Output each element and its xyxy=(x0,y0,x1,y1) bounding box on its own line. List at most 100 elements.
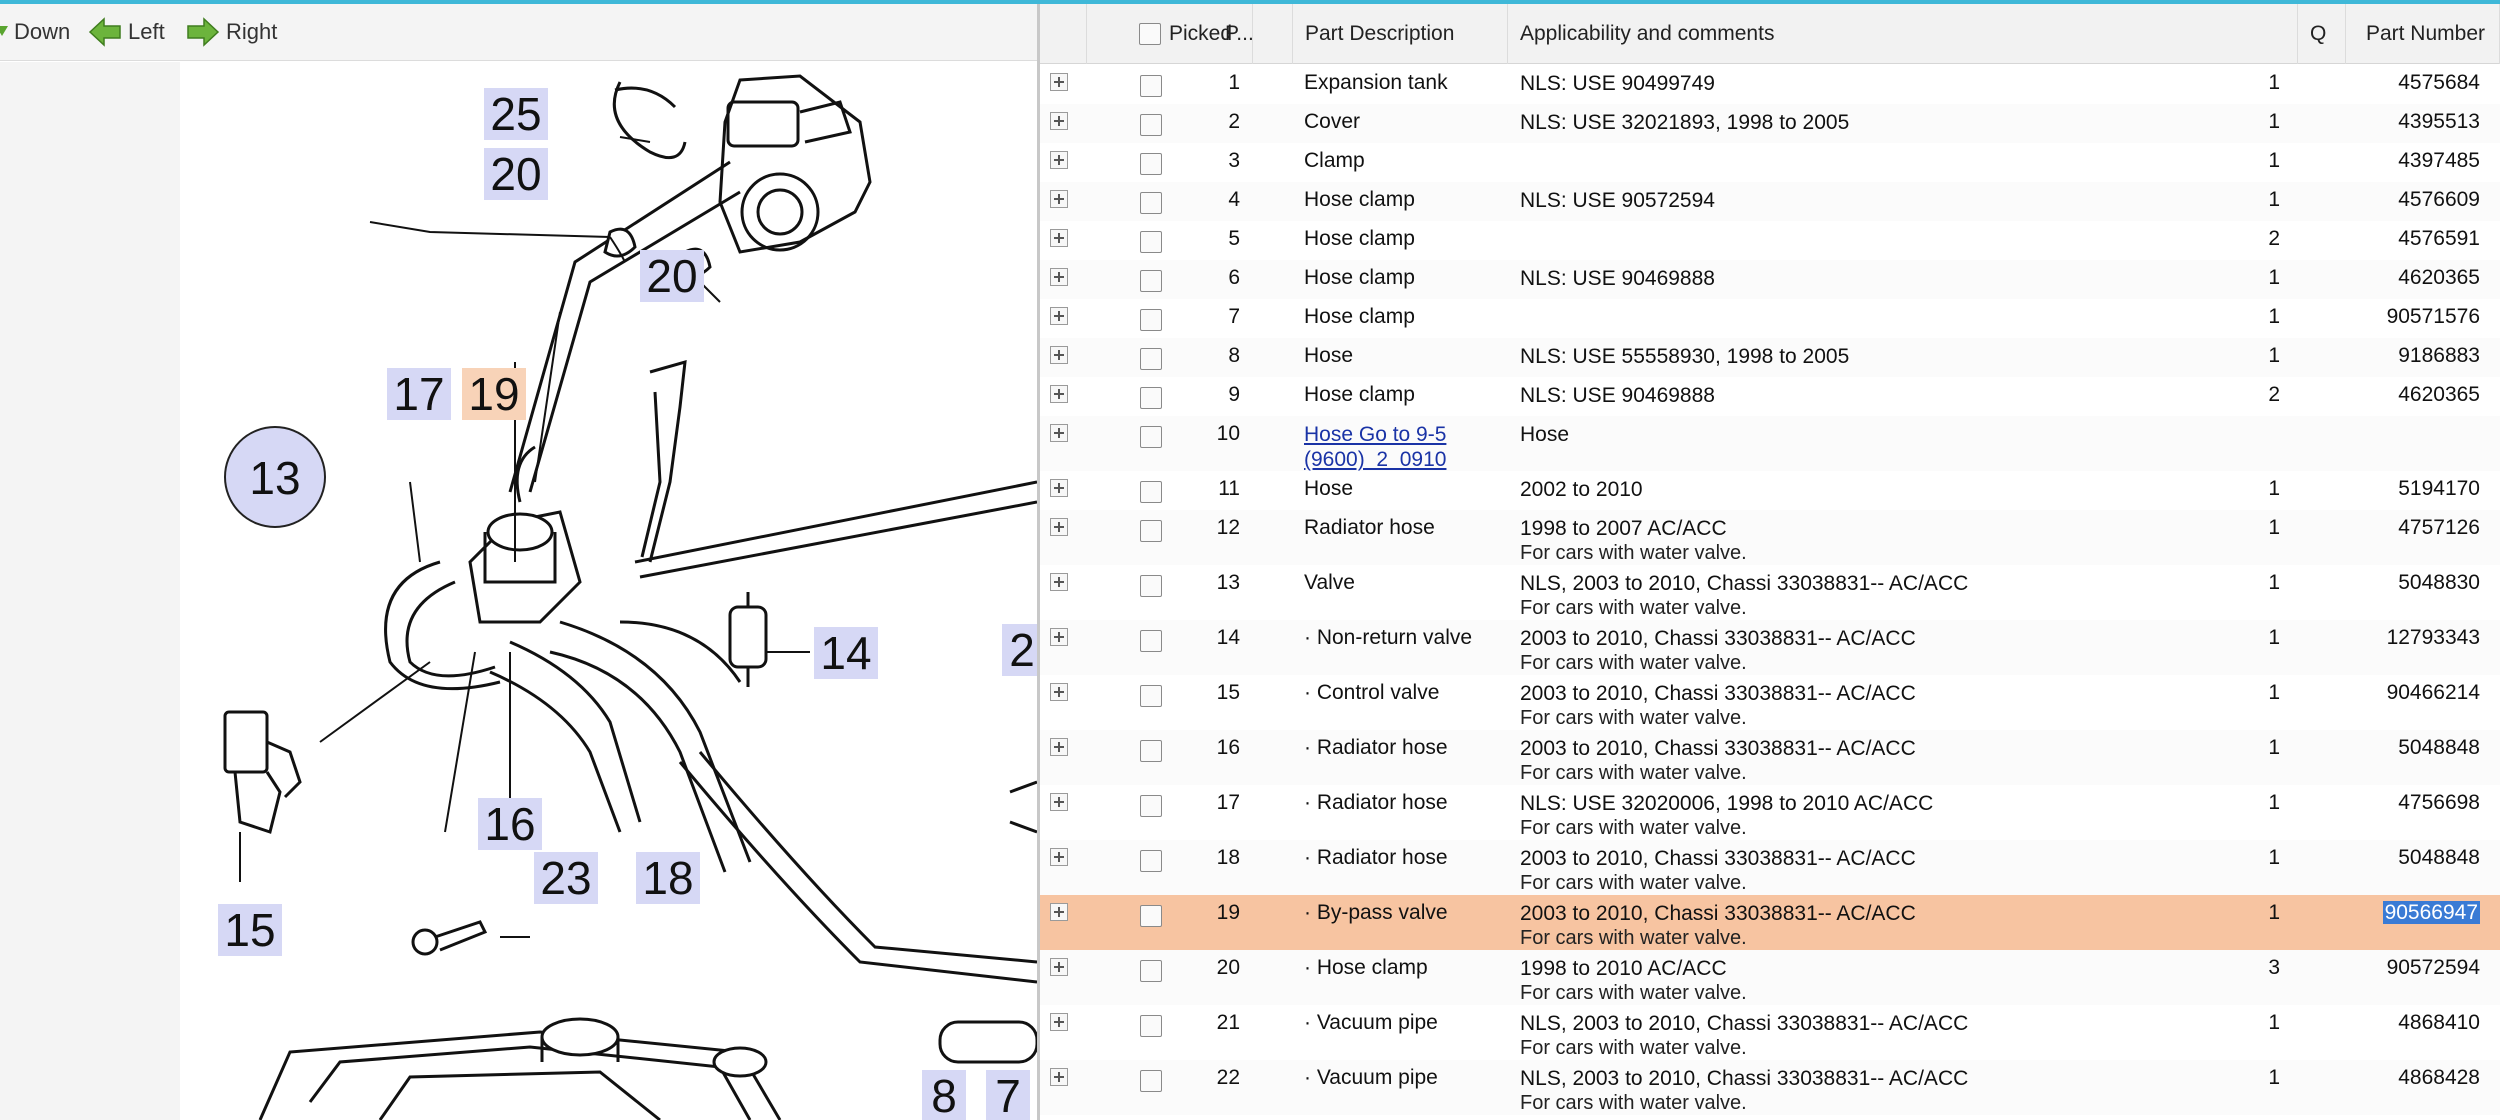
expand-row-icon[interactable] xyxy=(1050,518,1068,536)
expand-row-icon[interactable] xyxy=(1050,628,1068,646)
picked-checkbox[interactable] xyxy=(1140,1070,1162,1092)
picked-checkbox[interactable] xyxy=(1140,850,1162,872)
expand-row-icon[interactable] xyxy=(1050,683,1068,701)
expand-row-icon[interactable] xyxy=(1050,793,1068,811)
picked-checkbox[interactable] xyxy=(1140,309,1162,331)
part-number[interactable]: 4868428 xyxy=(2330,1066,2480,1090)
expand-row-icon[interactable] xyxy=(1050,479,1068,497)
picked-checkbox[interactable] xyxy=(1140,740,1162,762)
expand-row-icon[interactable] xyxy=(1050,738,1068,756)
callout-16[interactable]: 16 xyxy=(484,798,535,850)
part-number[interactable]: 4756698 xyxy=(2330,791,2480,815)
picked-checkbox[interactable] xyxy=(1140,426,1162,448)
picked-checkbox[interactable] xyxy=(1140,795,1162,817)
expand-row-icon[interactable] xyxy=(1050,903,1068,921)
picked-checkbox[interactable] xyxy=(1140,114,1162,136)
select-all-checkbox[interactable] xyxy=(1139,23,1161,45)
picked-checkbox[interactable] xyxy=(1140,192,1162,214)
picked-checkbox[interactable] xyxy=(1140,75,1162,97)
expand-row-icon[interactable] xyxy=(1050,112,1068,130)
part-number[interactable]: 9186883 xyxy=(2330,344,2480,368)
picked-checkbox[interactable] xyxy=(1140,685,1162,707)
callout-20-b[interactable]: 20 xyxy=(646,250,697,302)
part-number[interactable]: 4757126 xyxy=(2330,516,2480,540)
callout-20-a[interactable]: 20 xyxy=(490,148,541,200)
header-pos[interactable]: P... xyxy=(1213,4,1293,64)
header-quantity[interactable]: Q xyxy=(2298,4,2346,64)
part-number[interactable]: 4397485 xyxy=(2330,149,2480,173)
callout-17[interactable]: 17 xyxy=(393,368,444,420)
part-number[interactable]: 12793343 xyxy=(2330,626,2480,650)
part-number[interactable]: 4395513 xyxy=(2330,110,2480,134)
header-part-number[interactable]: Part Number xyxy=(2346,4,2500,64)
picked-checkbox[interactable] xyxy=(1140,520,1162,542)
picked-checkbox[interactable] xyxy=(1140,231,1162,253)
callout-19[interactable]: 19 xyxy=(468,368,519,420)
part-number[interactable]: 5048848 xyxy=(2330,736,2480,760)
expand-row-icon[interactable] xyxy=(1050,573,1068,591)
right-button[interactable]: Right xyxy=(186,14,277,50)
expand-row-icon[interactable] xyxy=(1050,268,1068,286)
expand-row-icon[interactable] xyxy=(1050,346,1068,364)
expand-row-icon[interactable] xyxy=(1050,848,1068,866)
part-number[interactable]: 90572594 xyxy=(2330,956,2480,980)
part-link[interactable]: Hose Go to 9-5 xyxy=(1304,423,1447,446)
part-number[interactable]: 4620365 xyxy=(2330,383,2480,407)
header-picked[interactable]: Picked xyxy=(1087,4,1253,64)
expand-row-icon[interactable] xyxy=(1050,229,1068,247)
expand-row-icon[interactable] xyxy=(1050,385,1068,403)
callout-15[interactable]: 15 xyxy=(224,904,275,956)
expand-row-icon[interactable] xyxy=(1050,1013,1068,1031)
expand-row-icon[interactable] xyxy=(1050,73,1068,91)
down-button[interactable]: Down xyxy=(0,14,70,50)
callout-18[interactable]: 18 xyxy=(642,852,693,904)
expand-row-icon[interactable] xyxy=(1050,958,1068,976)
part-number[interactable]: 4620365 xyxy=(2330,266,2480,290)
header-applicability[interactable]: Applicability and comments xyxy=(1508,4,2298,64)
left-button[interactable]: Left xyxy=(88,14,165,50)
callout-13[interactable]: 13 xyxy=(249,452,300,504)
header-description[interactable]: Part Description xyxy=(1293,4,1508,64)
part-number[interactable]: 90571576 xyxy=(2330,305,2480,329)
expand-row-icon[interactable] xyxy=(1050,1068,1068,1086)
picked-checkbox[interactable] xyxy=(1140,387,1162,409)
part-number[interactable]: 4576591 xyxy=(2330,227,2480,251)
callout-25[interactable]: 25 xyxy=(490,88,541,140)
picked-checkbox[interactable] xyxy=(1140,960,1162,982)
picked-checkbox[interactable] xyxy=(1140,270,1162,292)
part-number[interactable]: 5048848 xyxy=(2330,846,2480,870)
picked-checkbox[interactable] xyxy=(1140,153,1162,175)
picked-checkbox[interactable] xyxy=(1140,575,1162,597)
part-number[interactable]: 4868410 xyxy=(2330,1011,2480,1035)
part-link-ref[interactable]: (9600)_2_0910 xyxy=(1304,448,1447,471)
part-number[interactable]: 4575684 xyxy=(2330,71,2480,95)
callout-7[interactable]: 7 xyxy=(995,1070,1021,1120)
expand-row-icon[interactable] xyxy=(1050,190,1068,208)
part-number[interactable]: 4576609 xyxy=(2330,188,2480,212)
callout-14[interactable]: 14 xyxy=(820,627,871,679)
pane-splitter[interactable] xyxy=(1037,4,1040,1120)
picked-checkbox[interactable] xyxy=(1140,905,1162,927)
part-number[interactable]: 5048830 xyxy=(2330,571,2480,595)
